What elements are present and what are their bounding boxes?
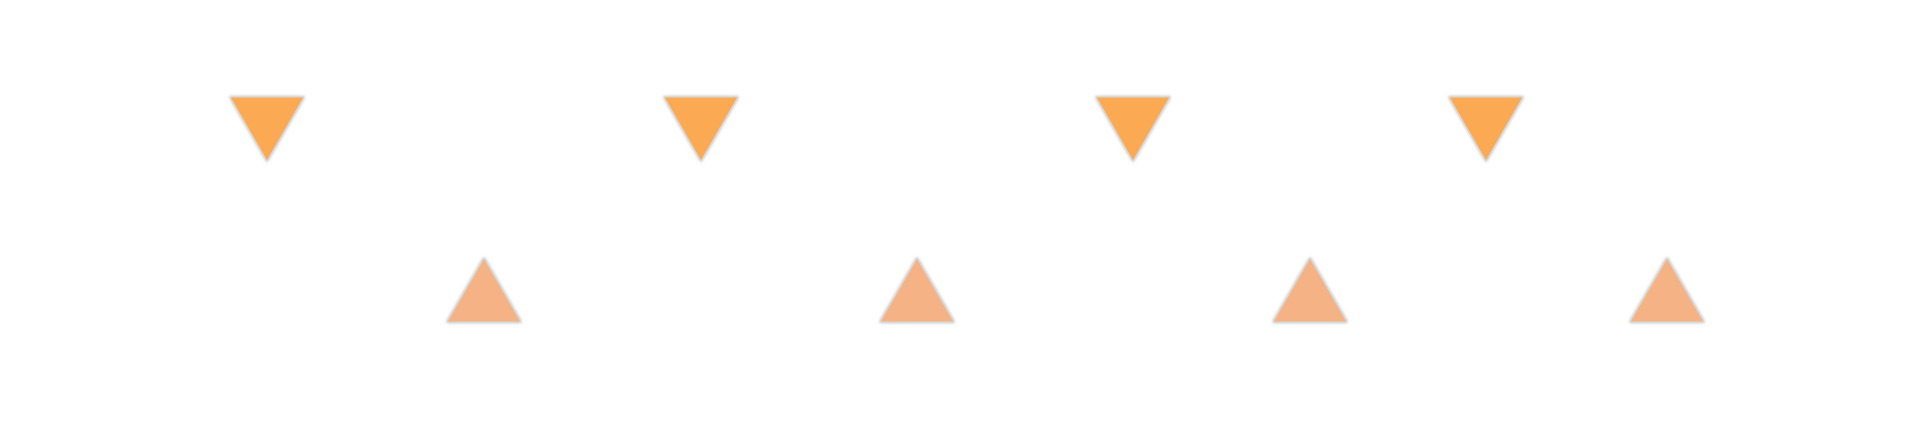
up-triangle-4 xyxy=(1629,257,1705,323)
up-triangle-1 xyxy=(446,257,522,323)
down-triangle-1 xyxy=(229,96,305,162)
up-triangle-3 xyxy=(1272,257,1348,323)
down-triangle-3 xyxy=(1095,96,1171,162)
down-triangle-4 xyxy=(1448,96,1524,162)
up-triangle-2 xyxy=(879,257,955,323)
down-triangle-2 xyxy=(663,96,739,162)
